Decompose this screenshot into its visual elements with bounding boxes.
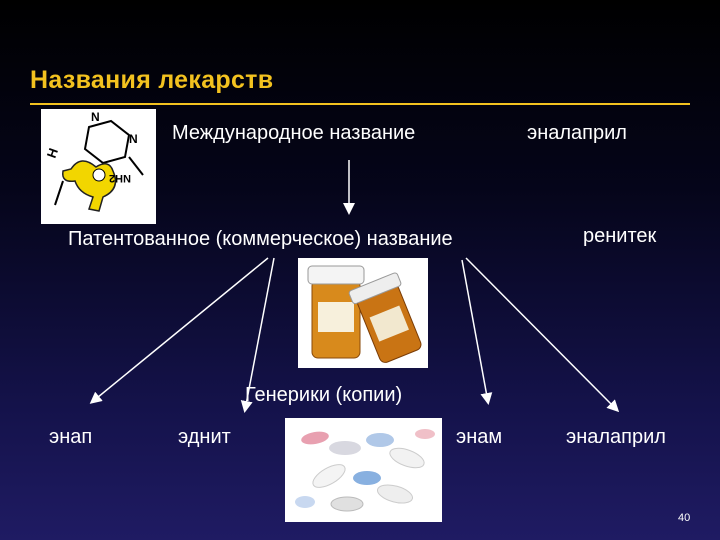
patent-name-label: Патентованное (коммерческое) название xyxy=(68,228,453,250)
pills-image xyxy=(285,418,442,522)
pill-bottles-image xyxy=(298,258,428,368)
generic-name-ednit: эднит xyxy=(178,426,231,448)
arrow-to-ednit xyxy=(240,257,275,413)
arrow-to-enam xyxy=(461,259,493,405)
slide-title: Названия лекарств xyxy=(30,66,274,94)
svg-text:N: N xyxy=(129,132,138,146)
svg-text:NH2: NH2 xyxy=(109,172,131,184)
generic-name-enam: энам xyxy=(456,426,503,448)
patent-name-value: ренитек xyxy=(583,225,657,247)
international-name-label: Международное название xyxy=(172,122,416,144)
page-number: 40 xyxy=(678,512,691,524)
generic-name-enalapril: эналаприл xyxy=(566,426,666,448)
arrow-to-enalapril xyxy=(465,257,620,413)
arrow-to-enap xyxy=(89,257,269,404)
generic-name-enap: энап xyxy=(49,426,93,448)
international-name-value: эналаприл xyxy=(527,122,627,144)
molecule-figure-image: H N N NH2 xyxy=(41,109,156,224)
title-underline xyxy=(30,103,690,105)
generics-label: Генерики (копии) xyxy=(245,384,403,406)
svg-text:N: N xyxy=(91,110,100,124)
